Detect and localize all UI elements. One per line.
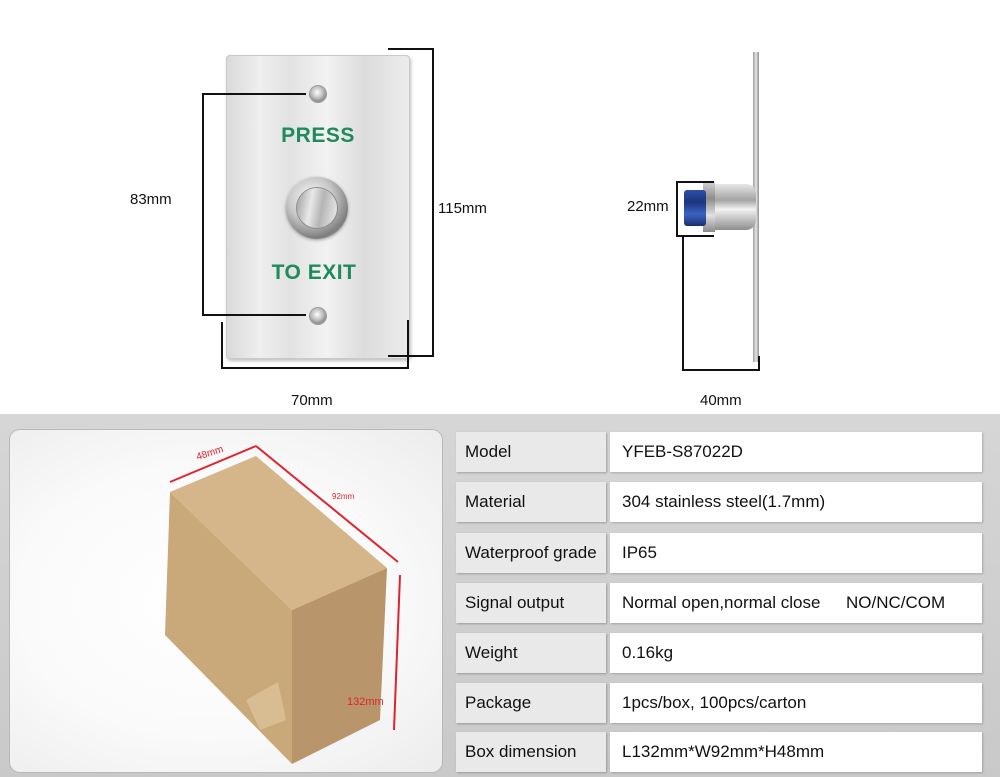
spec-value: 304 stainless steel(1.7mm) xyxy=(610,482,982,522)
dim-line xyxy=(676,235,714,237)
dim-line xyxy=(202,93,306,95)
button-nut-side xyxy=(703,182,715,232)
dim-line xyxy=(388,48,434,50)
dim-70mm-label: 70mm xyxy=(291,392,333,409)
package-box-photo: 48mm 92mm 132mm xyxy=(10,430,442,772)
button-body-side xyxy=(712,184,756,230)
spec-value: L132mm*W92mm*H48mm xyxy=(610,732,982,772)
dim-115mm-label: 115mm xyxy=(438,200,487,217)
dim-line xyxy=(676,181,678,237)
spec-row-waterproof: Waterproof grade IP65 xyxy=(456,533,982,573)
spec-label: Signal output xyxy=(456,583,606,623)
to-exit-label: TO EXIT xyxy=(271,261,357,284)
dim-line xyxy=(682,369,760,371)
spec-value-text: Normal open,normal close xyxy=(622,593,821,612)
exit-button-side-plate xyxy=(753,52,759,362)
spec-label: Waterproof grade xyxy=(456,533,606,573)
dim-line xyxy=(202,93,204,315)
spec-label: Box dimension xyxy=(456,732,606,772)
spec-row-signal-output: Signal output Normal open,normal close N… xyxy=(456,583,982,623)
spec-value: Normal open,normal close NO/NC/COM xyxy=(610,583,982,623)
terminal-block-side xyxy=(684,190,706,226)
dim-40mm-label: 40mm xyxy=(700,392,742,409)
box-dim-132mm: 132mm xyxy=(347,696,384,708)
spec-value: 1pcs/box, 100pcs/carton xyxy=(610,683,982,723)
spec-value-extra: NO/NC/COM xyxy=(846,593,946,612)
dim-22mm-label: 22mm xyxy=(627,198,669,215)
bottom-screw xyxy=(310,308,326,324)
dim-line xyxy=(221,322,223,368)
dim-line xyxy=(202,314,306,316)
dim-line xyxy=(221,367,409,369)
cardboard-box-illustration xyxy=(165,445,401,764)
spec-label: Weight xyxy=(456,633,606,673)
top-screw xyxy=(310,86,326,102)
spec-row-package: Package 1pcs/box, 100pcs/carton xyxy=(456,683,982,723)
spec-value: 0.16kg xyxy=(610,633,982,673)
spec-label: Package xyxy=(456,683,606,723)
push-button-cap xyxy=(297,188,337,228)
dim-83mm-label: 83mm xyxy=(130,191,172,208)
spec-label: Material xyxy=(456,482,606,522)
spec-value: IP65 xyxy=(610,533,982,573)
spec-row-model: Model YFEB-S87022D xyxy=(456,432,982,472)
dim-line xyxy=(758,356,760,371)
spec-row-weight: Weight 0.16kg xyxy=(456,633,982,673)
dim-line xyxy=(407,320,409,369)
spec-value: YFEB-S87022D xyxy=(610,432,982,472)
dim-line xyxy=(676,181,714,183)
spec-row-box-dimension: Box dimension L132mm*W92mm*H48mm xyxy=(456,732,982,772)
box-dim-92mm: 92mm xyxy=(332,492,355,501)
spec-label: Model xyxy=(456,432,606,472)
dim-line xyxy=(682,235,684,371)
spec-row-material: Material 304 stainless steel(1.7mm) xyxy=(456,482,982,522)
dim-line xyxy=(388,355,434,357)
dim-line xyxy=(432,48,434,356)
press-label: PRESS xyxy=(281,124,355,147)
